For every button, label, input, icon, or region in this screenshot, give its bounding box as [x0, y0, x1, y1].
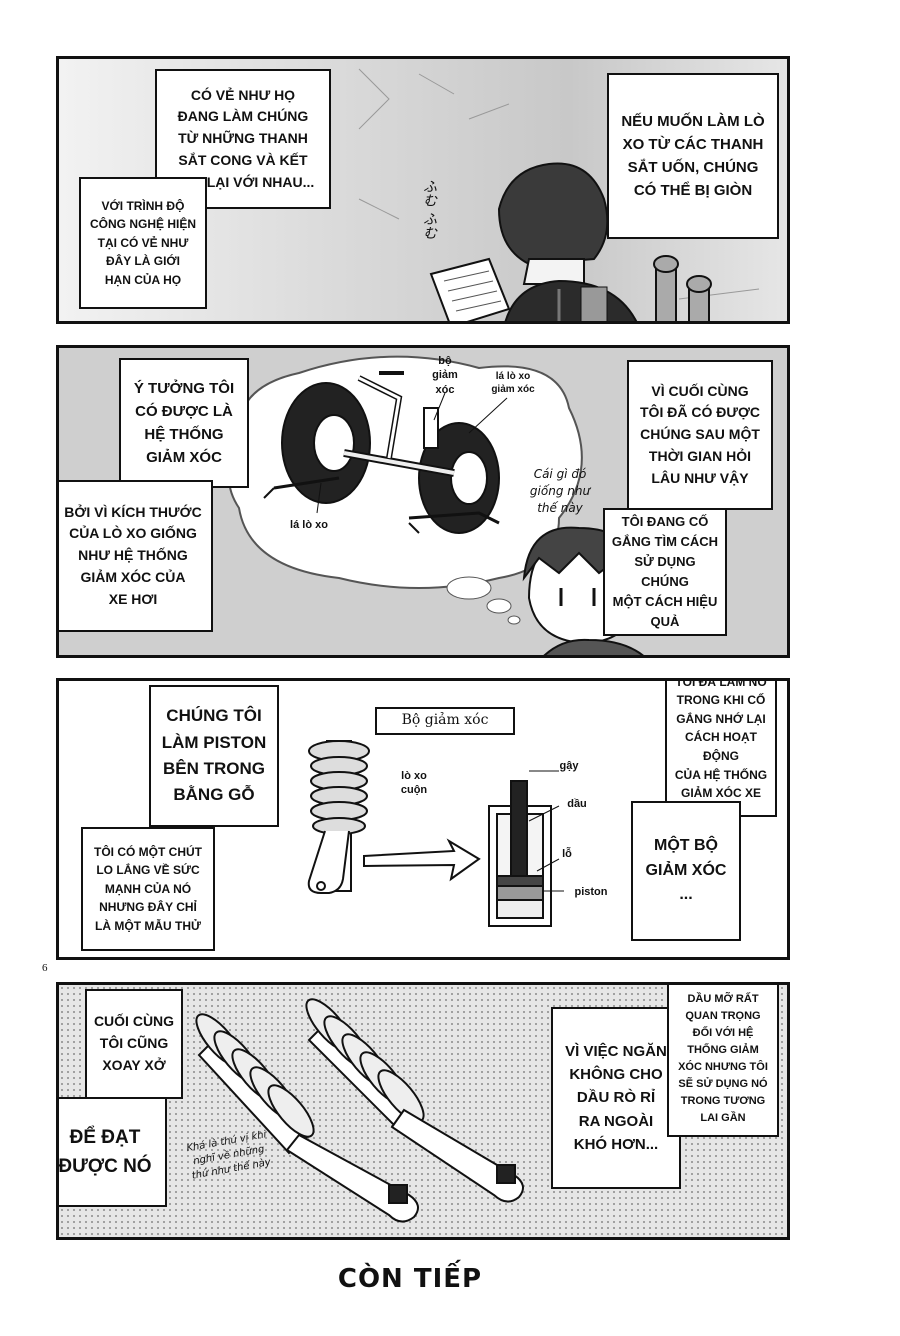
label-oil: dầu	[567, 798, 587, 810]
speech-bubble-2d: TÔI ĐANG CỐ GẮNG TÌM CÁCH SỬ DỤNG CHÚNG …	[603, 508, 727, 636]
panel-3: Bộ giảm xóc lò xo cuộn gậy dầu lỗ piston…	[56, 678, 790, 960]
speech-text: Ý TƯỞNG TÔI CÓ ĐƯỢC LÀ HỆ THỐNG GIẢM XÓC	[133, 379, 235, 467]
diagram-title: Bộ giảm xóc	[375, 707, 515, 735]
speech-bubble-4d: DẦU MỠ RẤT QUAN TRỌNG ĐỐI VỚI HỆ THỐNG G…	[667, 985, 779, 1137]
panel-1: CÓ VẺ NHƯ HỌ ĐANG LÀM CHÚNG TỪ NHỮNG THA…	[56, 56, 790, 324]
character-back-icon	[497, 162, 638, 321]
speech-bubble-3b: TÔI CÓ MỘT CHÚT LO LẮNG VỀ SỨC MẠNH CỦA …	[81, 827, 215, 951]
label-piston: piston	[574, 886, 608, 898]
speech-bubble-2c: VÌ CUỐI CÙNG TÔI ĐÃ CÓ ĐƯỢC CHÚNG SAU MỘ…	[627, 360, 773, 510]
panel-2: bộ giảm xóc lá lò xo giảm xóc lá lò xo C…	[56, 345, 790, 658]
speech-bubble-1c: NẾU MUỐN LÀM LÒ XO TỪ CÁC THANH SẮT UỐN,…	[607, 73, 779, 239]
speech-bubble-2a: Ý TƯỞNG TÔI CÓ ĐƯỢC LÀ HỆ THỐNG GIẢM XÓC	[119, 358, 249, 488]
speech-text: DẦU MỠ RẤT QUAN TRỌNG ĐỐI VỚI HỆ THỐNG G…	[678, 992, 768, 1125]
panel-1-art	[358, 68, 760, 321]
speech-text: TÔI ĐANG CỐ GẮNG TÌM CÁCH SỬ DỤNG CHÚNG …	[611, 513, 719, 630]
speech-text: BỞI VÌ KÍCH THƯỚC CỦA LÒ XO GIỐNG NHƯ HỆ…	[64, 503, 202, 607]
speech-text: NẾU MUỐN LÀM LÒ XO TỪ CÁC THANH SẮT UỐN,…	[621, 112, 765, 200]
diagram-title-text: Bộ giảm xóc	[401, 712, 489, 729]
speech-bubble-3a: CHÚNG TÔI LÀM PISTON BÊN TRONG BẰNG GỖ	[149, 685, 279, 827]
speech-bubble-4c: VÌ VIỆC NGĂN KHÔNG CHO DẦU RÒ RỈ RA NGOÀ…	[551, 1007, 681, 1189]
speech-text: CHÚNG TÔI LÀM PISTON BÊN TRONG BẰNG GỖ	[161, 706, 267, 805]
speech-bubble-3c: TÔI ĐÃ LÀM NÓ TRONG KHI CỐ GẮNG NHỚ LẠI …	[665, 681, 777, 819]
speech-bubble-3d: MỘT BỘ GIẢM XÓC ...	[631, 801, 741, 941]
handwritten-note: Cái gì đó giống như thế này	[529, 467, 591, 515]
speech-text: VÌ VIỆC NGĂN KHÔNG CHO DẦU RÒ RỈ RA NGOÀ…	[565, 1042, 667, 1153]
speech-bubble-4a: CUỐI CÙNG TÔI CŨNG XOAY XỞ	[85, 989, 183, 1099]
finished-shock-absorber-icon-2	[305, 998, 524, 1203]
cutaway-diagram-icon	[488, 770, 564, 927]
speech-bubble-4b: ĐỂ ĐẠT ĐƯỢC NÓ	[58, 1097, 167, 1207]
label-leaf-spring: lá lò xo	[290, 519, 328, 531]
speech-bubble-2b: BỞI VÌ KÍCH THƯỚC CỦA LÒ XO GIỐNG NHƯ HỆ…	[59, 480, 213, 632]
sfx-hmm: ふむ ふむ	[421, 179, 437, 240]
paper-icon	[429, 257, 511, 321]
panel-4-art	[195, 998, 524, 1223]
speech-text: TÔI CÓ MỘT CHÚT LO LẮNG VỀ SỨC MẠNH CỦA …	[94, 844, 202, 933]
to-be-continued: CÒN TIẾP	[337, 1264, 483, 1294]
finished-shock-absorber-icon	[195, 1013, 419, 1223]
coil-spring-icon	[307, 740, 370, 894]
page-number: 6	[42, 962, 48, 974]
speech-text: VỚI TRÌNH ĐỘ CÔNG NGHỆ HIỆN TẠI CÓ VẺ NH…	[89, 198, 196, 287]
speech-text: ĐỂ ĐẠT ĐƯỢC NÓ	[58, 1126, 152, 1177]
speech-text: VÌ CUỐI CÙNG TÔI ĐÃ CÓ ĐƯỢC CHÚNG SAU MỘ…	[640, 382, 760, 486]
panel-4: Khá là thú vị khi nghĩ về những thứ như …	[56, 982, 790, 1240]
arrow-right-icon	[363, 838, 481, 882]
suspension-icon	[263, 371, 500, 534]
label-hole: lỗ	[562, 848, 572, 860]
label-rod: gậy	[559, 760, 579, 772]
speech-text: TÔI ĐÃ LÀM NÓ TRONG KHI CỐ GẮNG NHỚ LẠI …	[674, 678, 768, 819]
speech-bubble-1b: VỚI TRÌNH ĐỘ CÔNG NGHỆ HIỆN TẠI CÓ VẺ NH…	[79, 177, 207, 309]
label-shock-absorber: bộ giảm xóc	[432, 355, 458, 396]
speech-text: MỘT BỘ GIẢM XÓC ...	[645, 836, 727, 904]
label-leaf-spring-shock: lá lò xo giảm xóc	[491, 371, 535, 395]
label-coil-spring: lò xo cuộn	[400, 770, 428, 797]
speech-text: CUỐI CÙNG TÔI CŨNG XOAY XỞ	[93, 1013, 175, 1073]
speech-text: CÓ VẺ NHƯ HỌ ĐANG LÀM CHÚNG TỪ NHỮNG THA…	[172, 86, 315, 190]
panel-3-art	[307, 740, 564, 927]
